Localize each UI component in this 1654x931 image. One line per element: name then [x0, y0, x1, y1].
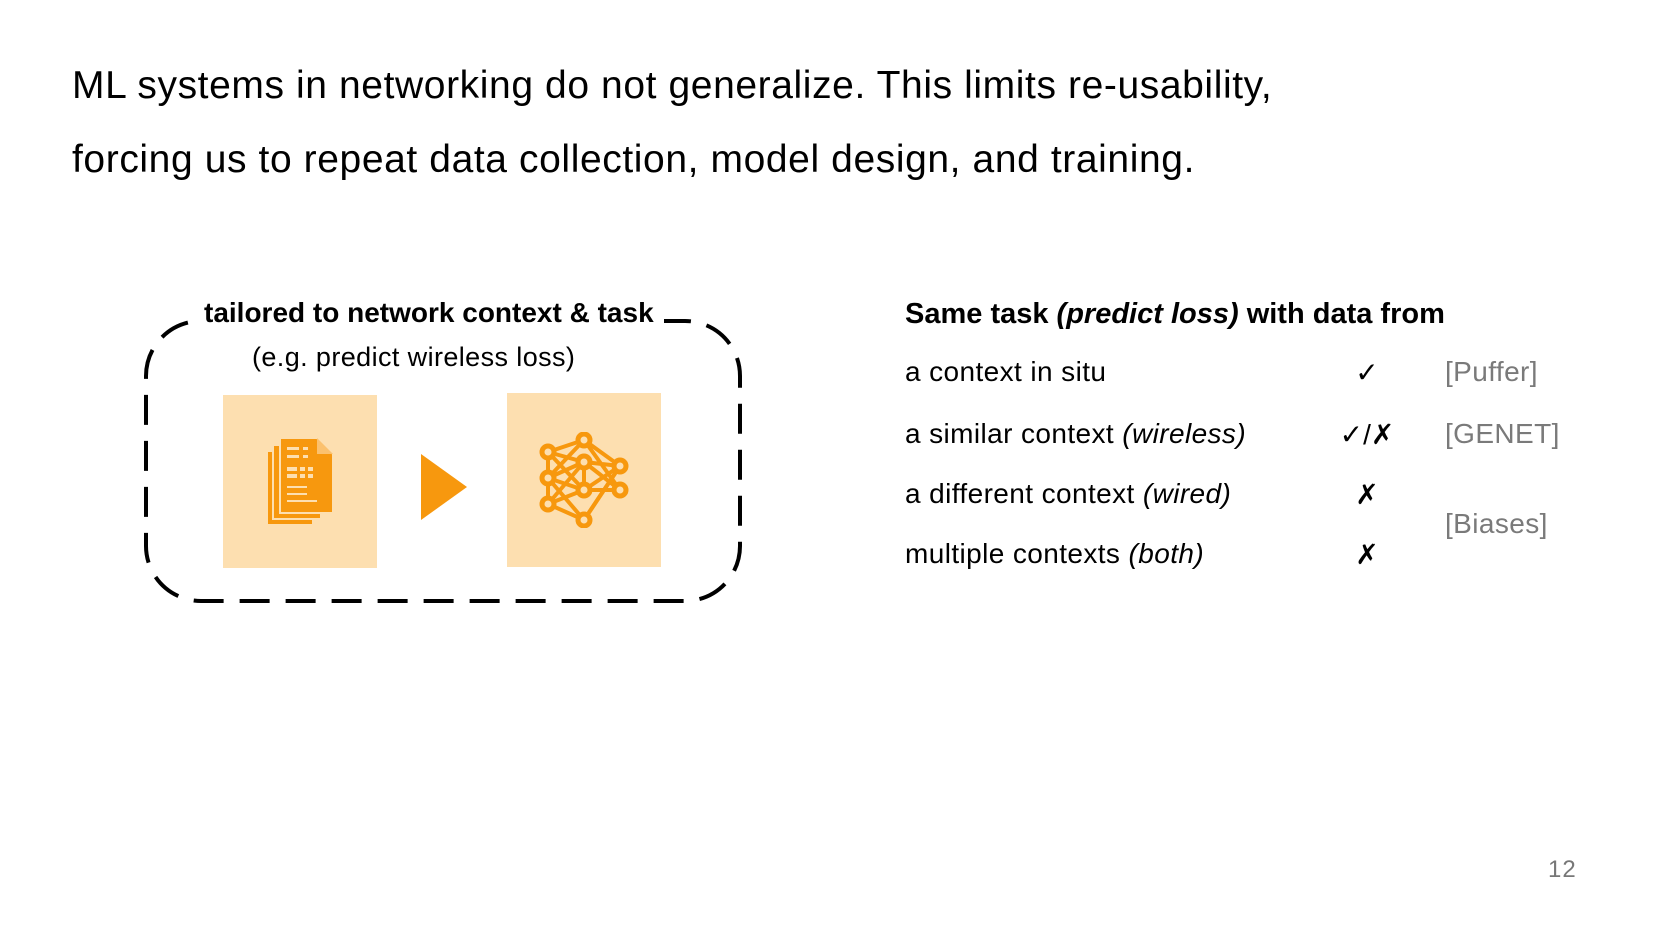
- heading-emphasis: (predict loss): [1056, 298, 1239, 330]
- box-heading: tailored to network context & task: [194, 297, 664, 329]
- heading-text-end: with data from: [1238, 298, 1445, 330]
- reference-puffer: [Puffer]: [1445, 356, 1538, 387]
- table-row: multiple contexts (both): [905, 538, 1204, 570]
- check-mark-icon: ✓: [1355, 357, 1379, 388]
- row-label: a similar context: [905, 418, 1123, 449]
- table-row: a similar context (wireless): [905, 418, 1246, 450]
- table-row: a different context (wired): [905, 478, 1231, 510]
- table-row: a context in situ: [905, 356, 1106, 388]
- row-label: a context in situ: [905, 356, 1107, 387]
- row-emphasis: (both): [1128, 538, 1205, 569]
- reference-biases: [Biases]: [1445, 508, 1548, 539]
- reference-genet: [GENET]: [1445, 418, 1560, 449]
- row-emphasis: (wired): [1142, 478, 1232, 509]
- neural-network-icon: [539, 432, 629, 528]
- cross-mark-icon: ✗: [1355, 479, 1379, 510]
- table-heading: Same task (predict loss) with data from: [905, 298, 1445, 331]
- slide-title-line-1: ML systems in networking do not generali…: [72, 64, 1273, 107]
- row-label: multiple contexts: [905, 538, 1129, 569]
- row-emphasis: (wireless): [1122, 418, 1247, 449]
- document-stack-icon: [266, 436, 334, 526]
- box-subheading: (e.g. predict wireless loss): [252, 342, 576, 372]
- model-tile: [507, 393, 661, 567]
- row-label: a different context: [905, 478, 1143, 509]
- heading-text: Same task: [905, 298, 1057, 330]
- cross-mark-icon: ✗: [1355, 539, 1379, 570]
- page-number: 12: [1548, 856, 1577, 883]
- slide-title-line-2: forcing us to repeat data collection, mo…: [72, 138, 1196, 181]
- data-tile: [223, 395, 377, 568]
- check-cross-mark-icon: ✓/✗: [1339, 419, 1395, 450]
- play-arrow-icon: [421, 454, 467, 520]
